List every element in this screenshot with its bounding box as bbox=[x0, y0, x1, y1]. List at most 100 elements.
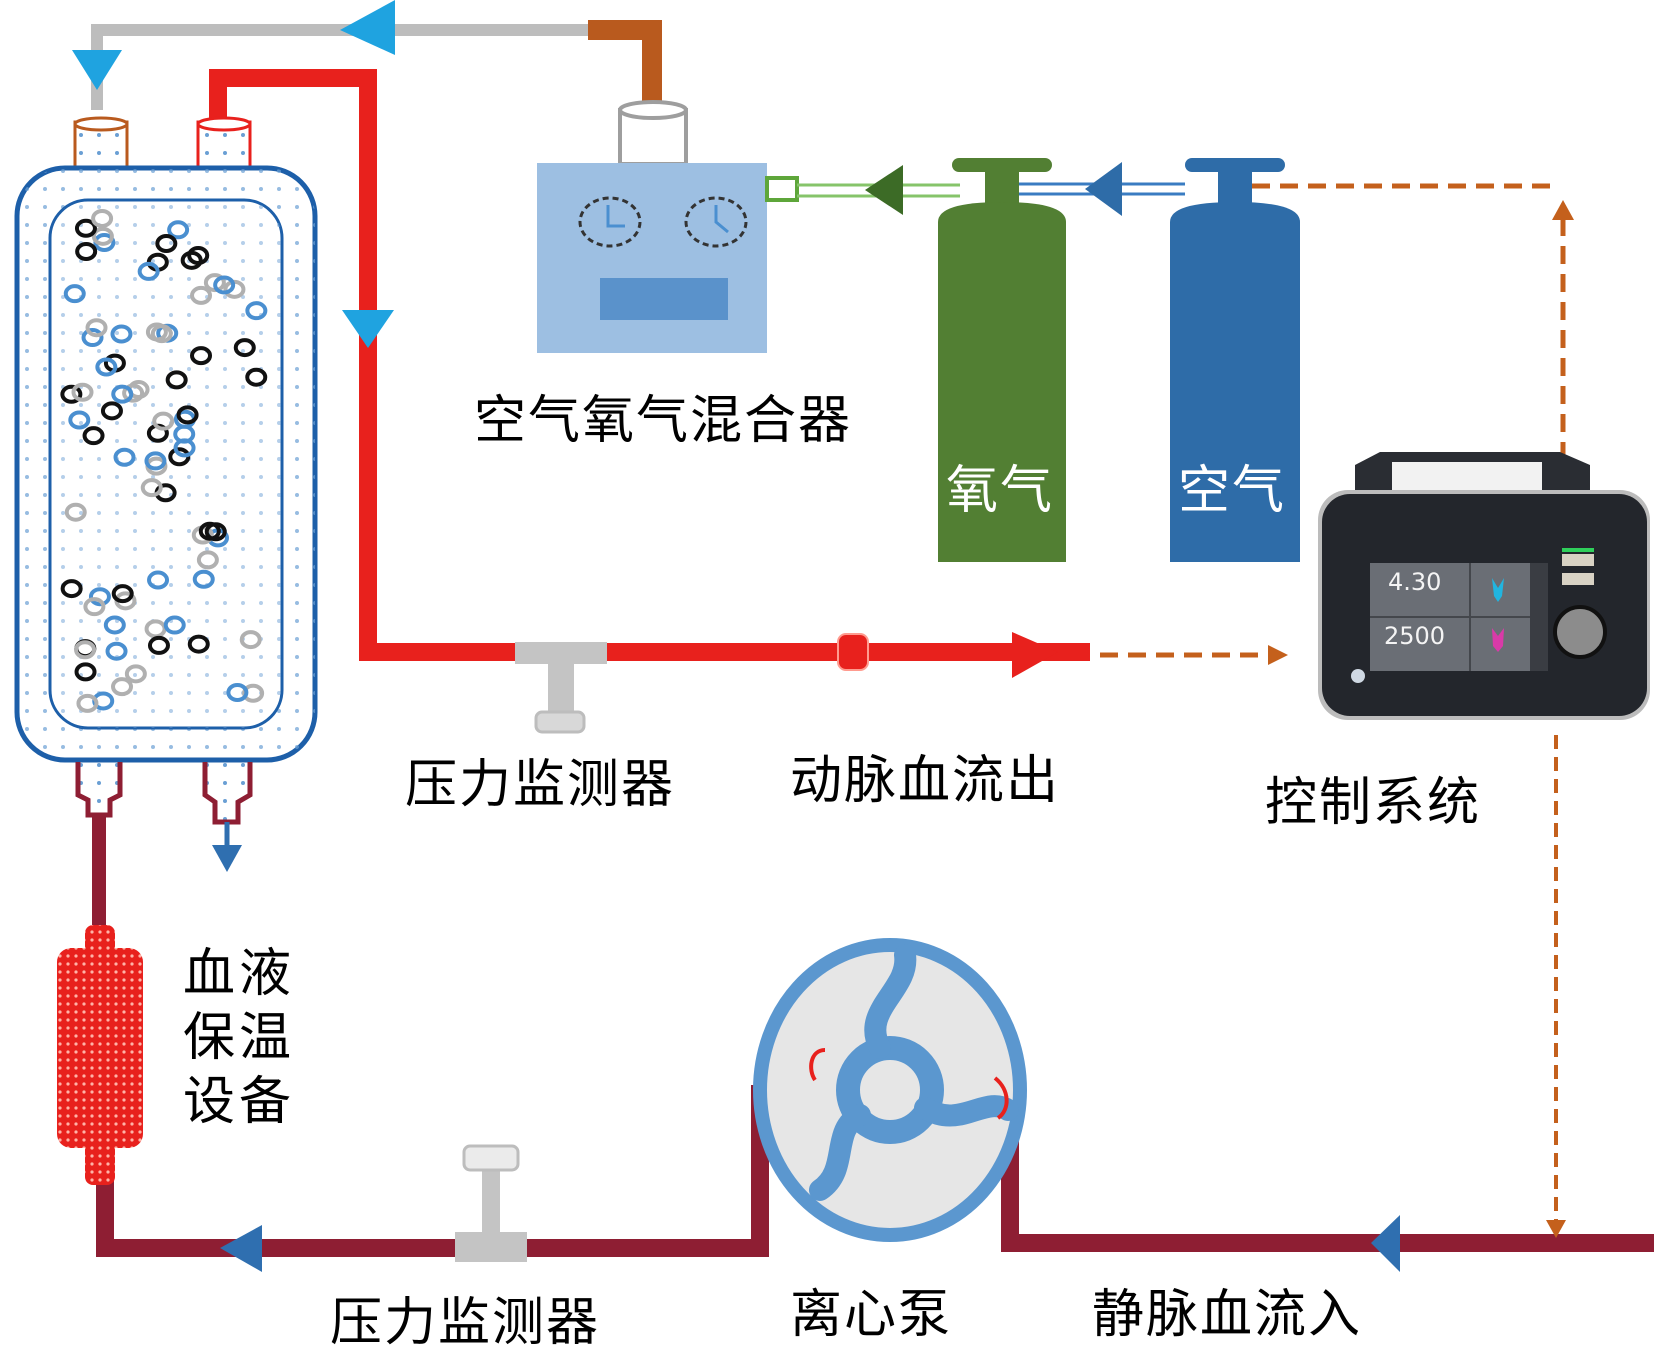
control-system-label: 控制系统 bbox=[1265, 773, 1482, 833]
oxygen-flow-arrow bbox=[865, 165, 903, 215]
fiber-circle bbox=[147, 635, 170, 655]
fiber-circle bbox=[192, 569, 215, 589]
mixer-gauge-1 bbox=[578, 196, 642, 248]
fiber-circle bbox=[111, 384, 134, 404]
fiber-circle bbox=[91, 226, 114, 246]
fiber-circle bbox=[111, 677, 134, 697]
fiber-circle bbox=[74, 640, 97, 660]
arterial-connector bbox=[837, 633, 869, 671]
fiber-circle bbox=[176, 405, 199, 425]
air-tank-icon bbox=[1170, 158, 1300, 562]
fiber-circle bbox=[81, 328, 104, 348]
fiber-circle bbox=[144, 451, 167, 471]
fiber-circle bbox=[88, 587, 111, 607]
fiber-circle bbox=[165, 370, 188, 390]
fiber-circle bbox=[226, 682, 249, 702]
fiber-circle bbox=[239, 630, 262, 650]
fiber-circle bbox=[137, 261, 160, 281]
fiber-circle bbox=[100, 401, 123, 421]
air-flow-arrow bbox=[1085, 162, 1122, 216]
fiber-circle bbox=[163, 615, 186, 635]
fiber-circle bbox=[76, 693, 99, 713]
pressure-monitor-bottom-icon bbox=[455, 1144, 527, 1262]
mixer-label: 空气氧气混合器 bbox=[474, 391, 853, 451]
fiber-circle bbox=[155, 234, 178, 254]
fiber-circle bbox=[60, 384, 83, 404]
controller-value-1: 4.30 bbox=[1388, 568, 1442, 596]
fiber-circle bbox=[105, 641, 128, 661]
fiber-circle bbox=[103, 615, 126, 635]
blood-warmer-label: 血液 保温 设备 bbox=[183, 942, 303, 1134]
arterial-line bbox=[209, 69, 1090, 678]
fiber-circle bbox=[245, 301, 268, 321]
arterial-flow-arrow-down bbox=[342, 310, 394, 348]
air-oxygen-mixer-icon bbox=[537, 100, 799, 353]
fiber-circle bbox=[95, 357, 118, 377]
fiber-circle bbox=[144, 619, 167, 639]
controller-value-2: 2500 bbox=[1384, 622, 1446, 650]
controller-heart-magenta bbox=[1492, 628, 1504, 652]
venous-in-label: 静脉血流入 bbox=[1092, 1285, 1363, 1345]
arterial-flow-arrow-right bbox=[1012, 632, 1058, 678]
arterial-signal-dashed bbox=[1100, 645, 1288, 665]
gas-supply-line bbox=[72, 0, 662, 110]
fiber-circle bbox=[111, 584, 134, 604]
fiber-circle bbox=[140, 478, 163, 498]
blood-warmer-icon bbox=[57, 925, 143, 1185]
venous-flow-arrow-left-2 bbox=[1371, 1215, 1400, 1272]
mixer-gauge-2 bbox=[684, 196, 748, 248]
fiber-circle bbox=[187, 634, 210, 654]
fiber-circle bbox=[60, 579, 83, 599]
controller-heart-cyan bbox=[1492, 578, 1504, 602]
fiber-circle bbox=[124, 664, 147, 684]
fiber-circle bbox=[152, 411, 175, 431]
signal-arrow-down bbox=[1546, 1220, 1566, 1238]
warmer-line-2: 保温 bbox=[183, 1008, 296, 1068]
rotation-arrow-right bbox=[993, 1076, 1009, 1120]
oxygen-tank-label: 氧气 bbox=[946, 461, 1055, 521]
fiber-circle bbox=[82, 426, 105, 446]
pressure-monitor-top-label: 压力监测器 bbox=[405, 755, 676, 815]
fiber-circle bbox=[173, 438, 196, 458]
centrifugal-pump-icon bbox=[753, 938, 1027, 1242]
fiber-circle bbox=[245, 367, 268, 387]
oxygenator bbox=[14, 116, 318, 872]
warmer-line-1: 血液 bbox=[183, 944, 296, 1004]
fiber-circle bbox=[83, 597, 106, 617]
pressure-monitor-top-icon bbox=[515, 642, 607, 734]
fiber-circle bbox=[167, 220, 190, 240]
waste-outflow-arrow bbox=[212, 845, 242, 872]
fiber-circle bbox=[71, 382, 94, 402]
oxygenator-fibers bbox=[60, 208, 268, 713]
control-signal-dashed bbox=[1252, 183, 1574, 1238]
fiber-circle bbox=[91, 208, 114, 228]
rotation-arrow-left bbox=[809, 1048, 826, 1082]
venous-flow-arrow-left-1 bbox=[220, 1225, 262, 1272]
fiber-circle bbox=[147, 570, 170, 590]
fiber-circle bbox=[190, 346, 213, 366]
fiber-circle bbox=[63, 284, 86, 304]
fiber-circle bbox=[75, 242, 98, 262]
fiber-circle bbox=[122, 383, 145, 403]
pump-label: 离心泵 bbox=[790, 1285, 953, 1345]
fiber-circle bbox=[64, 502, 87, 522]
fiber-circle bbox=[85, 318, 108, 338]
fiber-circle bbox=[242, 683, 265, 703]
gas-inlet-lines bbox=[797, 162, 1185, 216]
fiber-circle bbox=[150, 324, 173, 344]
warmer-line-3: 设备 bbox=[183, 1072, 296, 1132]
arterial-out-label: 动脉血流出 bbox=[790, 751, 1061, 811]
signal-arrow-up bbox=[1552, 200, 1574, 220]
fiber-circle bbox=[110, 324, 133, 344]
controller-knob[interactable] bbox=[1553, 605, 1607, 659]
fiber-circle bbox=[233, 338, 256, 358]
pressure-monitor-bottom-label: 压力监测器 bbox=[330, 1293, 601, 1353]
gas-flow-arrow-down bbox=[72, 50, 122, 90]
fiber-circle bbox=[180, 250, 203, 270]
fiber-circle bbox=[68, 410, 91, 430]
fiber-circle bbox=[196, 550, 219, 570]
fiber-circle bbox=[74, 218, 97, 238]
controller-device bbox=[1318, 452, 1650, 720]
